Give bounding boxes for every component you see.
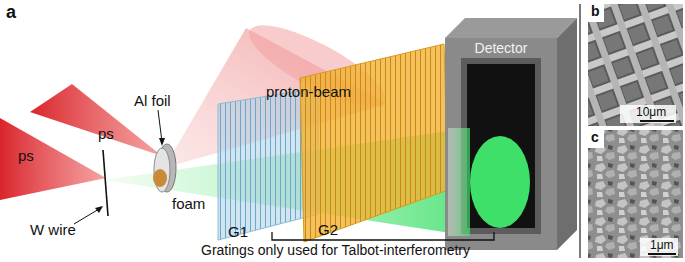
detector-bezel [461,58,541,234]
bracket [272,232,494,240]
part-name: foam [172,196,205,213]
sem-image [588,4,683,126]
part-name: W wire [30,222,76,239]
detector-screen [467,64,535,228]
detector-front [445,38,557,250]
scale-label: 10μm [636,106,666,119]
panel-letter: b [591,4,600,19]
panel-tag [588,130,604,148]
beam-label: proton-beam [266,84,351,101]
scale-label: 1μm [650,239,674,252]
foam-target [153,169,167,187]
panel-tag [588,4,604,22]
al-foil [154,148,170,192]
panel-divider [579,4,580,258]
scale-patch [640,238,678,256]
arrowhead [159,138,165,146]
beam-spot [470,136,530,228]
part-name: G2 [318,222,338,239]
detector-top [445,18,577,38]
detector-side [557,18,577,250]
arrowhead [95,206,103,213]
detector-box: Detector [445,38,557,58]
xray-beam [448,128,470,236]
sem-image [588,130,683,258]
beam-label: ps [18,148,34,165]
panel-letter: a [6,3,16,23]
part-name: G1 [228,224,248,241]
scale-bar [648,253,676,255]
scale-patch [620,105,676,123]
leader-line [158,110,162,142]
panel-letter: c [591,130,599,145]
grating-g2 [300,44,448,242]
wire [103,150,108,216]
beam-label: ps [98,126,114,143]
bracket-note: Gratings only used for Talbot-interferom… [201,243,470,258]
detector-label: Detector [475,40,528,56]
scale-bar [640,120,674,122]
leader-line [74,209,99,224]
part-name: Al foil [134,93,171,110]
